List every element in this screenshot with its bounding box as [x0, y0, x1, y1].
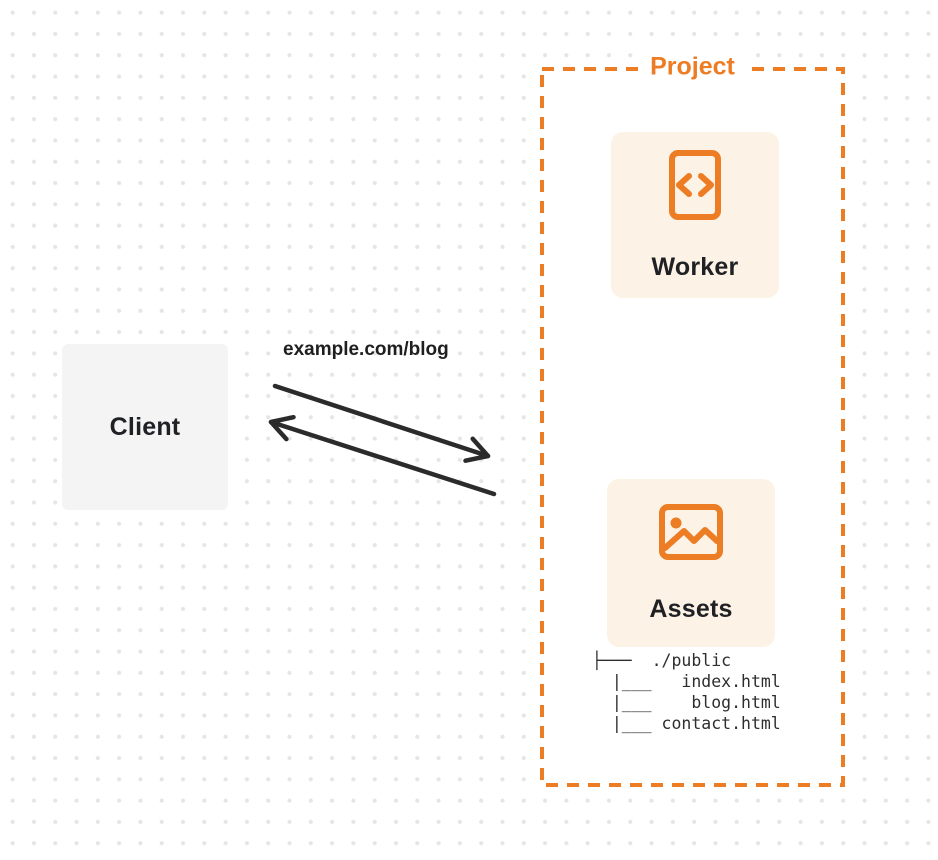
project-title: Project — [641, 52, 744, 82]
assets-card: Assets — [607, 479, 775, 647]
client-label: Client — [109, 412, 181, 441]
client-box: Client — [62, 344, 228, 510]
request-url-label: example.com/blog — [283, 339, 449, 360]
assets-label: Assets — [649, 594, 733, 623]
project-container: Project Worker Asset — [540, 52, 845, 787]
image-icon — [658, 503, 724, 566]
response-arrow — [268, 414, 497, 497]
code-file-icon — [668, 149, 722, 226]
worker-label: Worker — [651, 252, 739, 281]
request-arrow — [272, 383, 491, 463]
worker-card: Worker — [611, 132, 779, 298]
assets-file-tree: ├─── ./public |___ index.html |___ blog.… — [592, 651, 781, 733]
